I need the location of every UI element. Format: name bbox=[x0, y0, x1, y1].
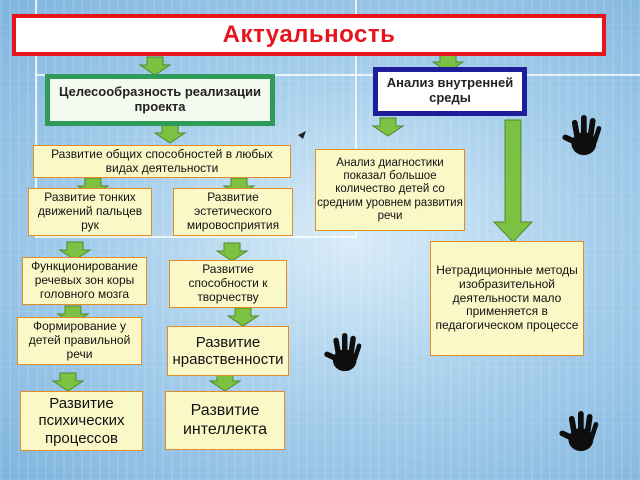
frame-line bbox=[35, 0, 37, 238]
correct-speech-box: Формирование у детей правильной речи bbox=[17, 317, 142, 365]
page-title: Актуальность bbox=[12, 14, 606, 56]
creativity-box: Развитие способности к творчеству bbox=[169, 260, 287, 308]
nontraditional-methods-box: Нетрадиционные методы изобразительной де… bbox=[430, 241, 584, 356]
long-arrow-down-icon bbox=[492, 119, 534, 243]
mental-processes-box: Развитие психических процессов bbox=[20, 391, 143, 451]
moral-development-box: Развитие нравственности bbox=[167, 326, 289, 376]
internal-analysis-box: Анализ внутренней среды bbox=[373, 67, 527, 116]
arrow-down-icon bbox=[154, 124, 186, 144]
intellect-box: Развитие интеллекта bbox=[165, 391, 285, 450]
frame-line bbox=[35, 236, 355, 238]
frame-line bbox=[35, 74, 640, 76]
speech-zones-box: Функционирование речевых зон коры головн… bbox=[22, 257, 147, 305]
arrow-down-icon bbox=[227, 307, 259, 327]
aesthetic-box: Развитие эстетического мировосприятия bbox=[173, 188, 293, 236]
project-feasibility-box: Целесообразность реализации проекта bbox=[45, 74, 275, 126]
fine-motor-box: Развитие тонких движений пальцев рук bbox=[28, 188, 152, 236]
frame-line bbox=[355, 0, 357, 238]
hand-icon bbox=[562, 115, 602, 156]
arrow-down-icon bbox=[216, 242, 248, 262]
pointer-mark-icon bbox=[298, 131, 306, 139]
arrow-down-icon bbox=[52, 372, 84, 392]
general-abilities-box: Развитие общих способностей в любых вида… bbox=[33, 145, 291, 178]
arrow-down-icon bbox=[372, 117, 404, 137]
hand-icon bbox=[324, 333, 362, 372]
hand-icon bbox=[559, 411, 599, 452]
arrow-down-icon bbox=[139, 56, 171, 76]
diagnostics-box: Анализ диагностики показал большое колич… bbox=[315, 149, 465, 231]
